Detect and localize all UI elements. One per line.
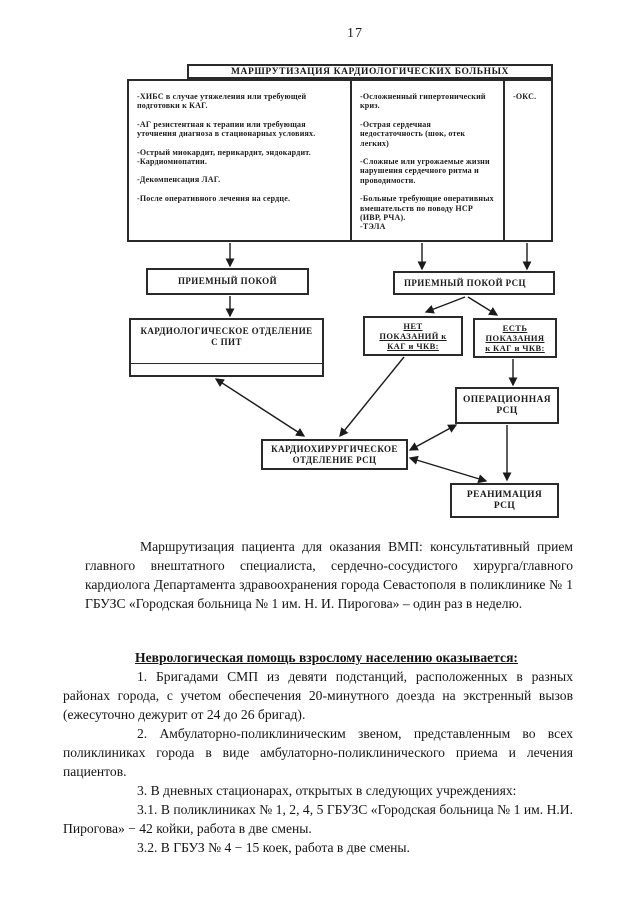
list-item: 1. Бригадами СМП из девяти подстанций, р… — [63, 669, 573, 722]
paragraph-routing-vmp: Маршрутизация пациента для оказания ВМП:… — [85, 537, 573, 613]
flow-box-cardiosurgery-rsc: КАРДИОХИРУРГИЧЕСКОЕ ОТДЕЛЕНИЕ РСЦ — [261, 439, 408, 470]
flow-box-admission: ПРИЕМНЫЙ ПОКОЙ — [146, 268, 309, 295]
indication-item: -Острая сердечная недостаточность (шок, … — [360, 119, 466, 148]
flow-box-label-line: КАРДИОЛОГИЧЕСКОЕ ОТДЕЛЕНИЕ — [140, 326, 313, 336]
section-neurology: Неврологическая помощь взрослому населен… — [63, 648, 573, 857]
indication-item: -Сложные или угрожаемые жизни нарушения … — [360, 157, 490, 185]
indications-table: -ХИБС в случае утяжеления или требующей … — [127, 79, 553, 242]
indications-col-oks: -ОКС. — [505, 81, 555, 240]
list-item: 3. В дневных стационарах, открытых в сле… — [137, 783, 517, 798]
indication-item: -Декомпенсация ЛАГ. — [137, 175, 221, 185]
flow-box-label-line: С ПИТ — [211, 336, 242, 347]
flow-box-has-indications: ЕСТЬ ПОКАЗАНИЯ к КАГ и ЧКВ: — [473, 318, 557, 358]
flow-box-label-line: КАГ и ЧКВ: — [387, 341, 439, 351]
indication-item: -Острый миокардит, перикардит, эндокарди… — [137, 147, 312, 157]
indication-item: -ХИБС в случае утяжеления или требующей … — [137, 92, 307, 111]
flow-box-no-indications: НЕТ ПОКАЗАНИЙ к КАГ и ЧКВ: — [363, 316, 463, 356]
flow-box-label-line: НЕТ — [403, 321, 423, 331]
flow-box-label-line: РЕАНИМАЦИЯ — [466, 490, 543, 500]
page-number: 17 — [347, 26, 363, 41]
flow-box-label: ПРИЕМНЫЙ ПОКОЙ — [178, 276, 277, 287]
indication-item: -Осложненный гипертонический криз. — [360, 92, 486, 111]
flow-box-label-line: ПОКАЗАНИЯ — [485, 333, 545, 343]
indication-item: -После оперативного лечения на сердце. — [137, 193, 291, 203]
flow-box-label: ПРИЕМНЫЙ ПОКОЙ РСЦ — [404, 277, 526, 288]
section-heading: Неврологическая помощь взрослому населен… — [135, 650, 518, 665]
flow-box-label-line: РСЦ — [493, 500, 516, 511]
list-item: 2. Амбулаторно-поликлиническим звеном, п… — [63, 726, 573, 779]
list-item: 3.2. В ГБУЗ № 4 − 15 коек, работа в две … — [137, 840, 410, 855]
flow-box-operating-rsc: ОПЕРАЦИОННАЯ РСЦ — [455, 387, 559, 424]
indication-item: -ТЭЛА — [360, 222, 386, 232]
flow-box-admission-rsc: ПРИЕМНЫЙ ПОКОЙ РСЦ — [393, 271, 555, 295]
indications-col-hospital: -ХИБС в случае утяжеления или требующей … — [129, 81, 352, 240]
flow-box-reanimation-rsc: РЕАНИМАЦИЯ РСЦ — [450, 483, 559, 518]
paragraph-text: Маршрутизация пациента для оказания ВМП:… — [85, 539, 573, 611]
flow-box-label-line: РСЦ — [496, 405, 518, 416]
indication-item: -ОКС. — [513, 92, 537, 101]
indication-item: -Кардиомиопатии. — [137, 157, 208, 167]
box-divider-line — [131, 363, 322, 364]
indication-item: -АГ резистентная к терапии или требующая… — [137, 119, 316, 139]
indications-col-rsc: -Осложненный гипертонический криз. -Остр… — [352, 81, 505, 240]
flow-box-label-line: ЕСТЬ — [502, 323, 528, 333]
routing-flowchart: МАРШРУТИЗАЦИЯ КАРДИОЛОГИЧЕСКИХ БОЛЬНЫХ -… — [127, 64, 559, 518]
flow-box-cardiology-dept: КАРДИОЛОГИЧЕСКОЕ ОТДЕЛЕНИЕ С ПИТ — [129, 318, 324, 377]
indication-item: -Больные требующие оперативных вмешатель… — [360, 194, 494, 223]
flow-box-label-line: ОПЕРАЦИОННАЯ — [462, 395, 552, 405]
flow-box-label-line: к КАГ и ЧКВ: — [485, 343, 545, 353]
list-item: 3.1. В поликлиниках № 1, 2, 4, 5 ГБУЗС «… — [63, 802, 573, 836]
flowchart-title: МАРШРУТИЗАЦИЯ КАРДИОЛОГИЧЕСКИХ БОЛЬНЫХ — [187, 64, 553, 79]
flow-box-label-line: ПОКАЗАНИЙ к — [379, 331, 447, 341]
flow-box-label-line: КАРДИОХИРУРГИЧЕСКОЕ — [271, 444, 398, 454]
flow-box-label-line: ОТДЕЛЕНИЕ РСЦ — [292, 454, 377, 465]
